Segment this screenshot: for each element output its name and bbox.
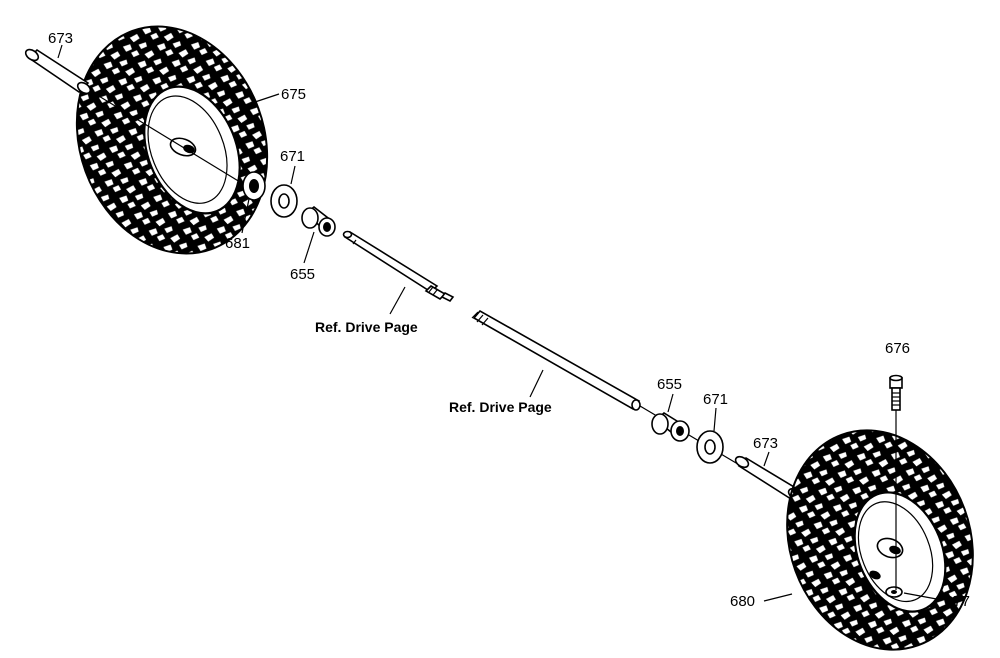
- ref-drive-page-left: Ref. Drive Page: [315, 319, 418, 335]
- leader-671-left: [290, 165, 296, 185]
- callout-673-right: 673: [753, 435, 778, 452]
- callout-671-left: 671: [280, 148, 305, 165]
- callout-675: 675: [281, 86, 306, 103]
- leader-673-right: [763, 451, 770, 467]
- leader-655-left: [303, 231, 315, 264]
- right-wheel-assembly: [786, 429, 974, 651]
- callout-673-left: 673: [48, 30, 73, 47]
- leader-677: [903, 592, 943, 601]
- leader-lines: [57, 44, 943, 602]
- lock-nut-677: [885, 586, 903, 598]
- callout-676: 676: [885, 340, 910, 357]
- left-axle-centerline: [83, 86, 241, 183]
- left-bushing-655: [301, 205, 336, 237]
- leader-ref-drive-right: [529, 369, 544, 398]
- left-spacer-tube-673: [24, 48, 92, 95]
- leader-681: [241, 198, 250, 234]
- left-washer-671: [270, 184, 298, 218]
- leader-680: [763, 593, 793, 602]
- callout-681: 681: [225, 235, 250, 252]
- ref-drive-page-right: Ref. Drive Page: [449, 399, 552, 415]
- callout-677: 677: [945, 593, 970, 610]
- callout-655-right: 655: [657, 376, 682, 393]
- right-washer-671: [696, 430, 724, 464]
- leader-673-left: [57, 44, 63, 59]
- callout-labels: 673 675 671 681 655 Ref. Drive Page Ref.…: [48, 30, 970, 610]
- leader-675: [254, 93, 280, 103]
- callout-655-left: 655: [290, 266, 315, 283]
- callout-671-right: 671: [703, 391, 728, 408]
- right-bushing-655: [651, 412, 690, 442]
- leader-655-right: [667, 393, 674, 413]
- leader-ref-drive-left: [389, 286, 406, 315]
- callout-680: 680: [730, 593, 755, 610]
- bearing-681: [242, 171, 266, 201]
- right-axle-shaft: [471, 309, 641, 411]
- bolt-676: [889, 374, 903, 590]
- left-axle-shaft: [342, 230, 455, 303]
- leader-671-right: [713, 407, 717, 432]
